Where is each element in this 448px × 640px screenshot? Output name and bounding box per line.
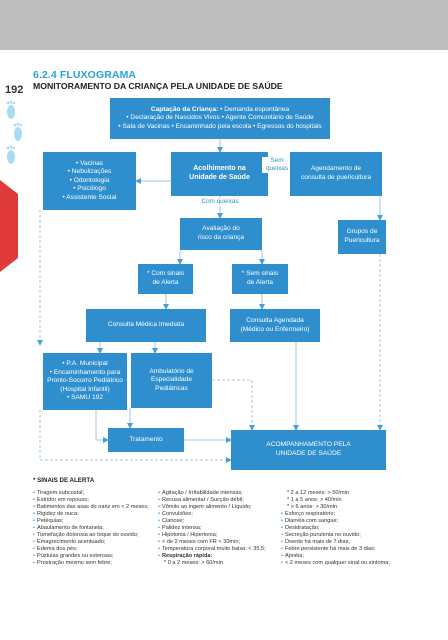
avaliacao-line-2: risco da criança xyxy=(197,234,245,241)
ambulatorio-line-3: Pediátricas xyxy=(155,384,188,392)
sem-sinais-line-1: * Sem sinais xyxy=(241,270,279,278)
com-sinais-line-1: * Com sinais xyxy=(146,270,184,278)
consulta-imediata-box: Consulta Médica Imediata xyxy=(86,309,206,342)
signs-column-1: •Tiragem subcostal; •Estridor em repouso… xyxy=(33,490,149,568)
header-bar xyxy=(0,0,448,50)
consulta-agendada-box: Consulta Agendada (Médico ou Enfermeiro) xyxy=(230,309,320,342)
list-item: •Tumefação dolorosa ao toque do ouvido; xyxy=(33,532,139,539)
list-item: •Batimentos das asas do nariz em < 2 mes… xyxy=(33,504,149,511)
page-number: 192 xyxy=(5,84,24,96)
agendamento-box: Agendamento de consulta de puericultura xyxy=(290,152,382,196)
avaliacao-box: Avaliação do risco da criança xyxy=(180,218,262,250)
section-title: 6.2.4 FLUXOGRAMA xyxy=(33,69,137,81)
pa-line-5: • SAMU 192 xyxy=(66,394,104,402)
com-sinais-line-2: de Alerta xyxy=(152,279,179,286)
ambulatorio-line-2: Especialidade xyxy=(150,376,193,384)
list-item: •Emagrecimento acentuado; xyxy=(33,539,106,546)
service-odontologia: • Odontologia xyxy=(69,176,110,184)
list-item: •Abaulamento de fontanela; xyxy=(33,525,104,532)
list-item: •Temperatura corporal muito baixa: < 35,… xyxy=(158,546,266,553)
captacao-title: Captação da Criança: xyxy=(150,105,219,113)
list-item: •Recusa alimentar / Sucção débil; xyxy=(158,497,244,504)
list-item: * 1 a 5 anos: > 40/min xyxy=(287,497,342,504)
grupos-box: Grupos de Puericultura xyxy=(338,220,386,254)
list-item: •< 2 meses com qualquer sinal ou sintoma… xyxy=(281,560,390,567)
sem-queixas-label: Sem queixas xyxy=(262,157,292,173)
list-item: •Edema dos pés; xyxy=(33,546,78,553)
list-item: •Desidratação; xyxy=(281,525,320,532)
grupos-line-1: Grupos de xyxy=(346,228,378,236)
pa-line-1: • P.A. Municipal xyxy=(62,360,108,368)
list-item: •Convulsões; xyxy=(158,511,193,518)
signs-title: * SINAIS DE ALERTA xyxy=(33,477,95,484)
list-item: •Tiragem subcostal; xyxy=(33,490,85,496)
list-item: •Apnéia; xyxy=(281,553,304,560)
captacao-box: Captação da Criança: • Demanda espontâne… xyxy=(110,98,330,139)
agendamento-line-2: consulta de puericultura xyxy=(300,174,371,181)
com-sinais-box: * Com sinais de Alerta xyxy=(138,264,193,294)
tratamento-label: Tratamento xyxy=(129,435,163,443)
com-queixas-label: Com queixas xyxy=(196,198,244,206)
list-item: •Prostração mesmo sem febre; xyxy=(33,560,112,567)
list-item: •Doente há mais de 7 dias; xyxy=(281,539,350,546)
list-item: •Diarréia com sangue; xyxy=(281,518,339,525)
captacao-line-2: • Declaração de Nascidos Vivos • Agente … xyxy=(126,114,314,122)
pa-municipal-box: • P.A. Municipal • Encaminhamento para P… xyxy=(43,353,127,410)
grupos-line-2: Puericultura xyxy=(344,237,380,244)
list-item: •Rigidez de nuca; xyxy=(33,511,79,518)
avaliacao-line-1: Avaliação do xyxy=(202,225,240,233)
tratamento-box: Tratamento xyxy=(108,428,184,452)
signs-column-3: * 2 a 12 meses: > 50/min * 1 a 5 anos: >… xyxy=(281,490,390,568)
list-item: •Secreção purulenta no ouvido; xyxy=(281,532,361,539)
list-item: •Hipotonia / Hipertonia; xyxy=(158,532,218,539)
captacao-line-3: • Sala de Vacinas • Encaminhado pela esc… xyxy=(118,122,322,130)
consulta-imediata-label: Consulta Médica Imediata xyxy=(107,321,185,329)
service-nebulizacoes: • Nebulizações xyxy=(67,168,112,176)
side-red-band xyxy=(0,180,18,272)
ambulatorio-line-1: Ambulatório de xyxy=(149,367,194,375)
list-item: •Petéquias; xyxy=(33,518,64,525)
list-item: •Palidez intensa; xyxy=(158,525,202,532)
pa-line-3: Pronto-Socorro Pediátrico xyxy=(47,377,123,385)
list-item: * > 6 anos: > 30/min xyxy=(287,504,338,511)
signs-column-2: •Agitação / Irritabilidade intensas; •Re… xyxy=(158,490,266,568)
list-item: •Estridor em repouso; xyxy=(33,497,89,504)
list-item: •Pústulas grandes ou extensas; xyxy=(33,553,114,560)
service-assistente-social: • Assistente Social xyxy=(62,193,117,201)
acolhimento-line-2: Unidade de Saúde xyxy=(189,174,250,181)
list-item: •Respiração rápida: xyxy=(158,553,213,560)
list-item: •Febre persistente há mais de 3 dias; xyxy=(281,546,376,553)
captacao-line-1: • Demanda espontânea xyxy=(220,105,290,113)
acolhimento-box: Acolhimento na Unidade de Saúde xyxy=(171,152,268,196)
acompanhamento-line-2: UNIDADE DE SAÚDE xyxy=(275,450,342,457)
services-box: • Vacinas • Nebulizações • Odontologia •… xyxy=(43,152,136,210)
list-item: * 0 a 2 meses: > 60/min xyxy=(164,560,223,567)
section-subtitle: MONITORAMENTO DA CRIANÇA PELA UNIDADE DE… xyxy=(33,81,283,91)
ambulatorio-box: Ambulatório de Especialidade Pediátricas xyxy=(131,353,212,408)
list-item: •< de 2 meses com FR < 30min; xyxy=(158,539,241,546)
consulta-agendada-line-2: (Médico ou Enfermeiro) xyxy=(240,325,310,333)
list-item: •Esforço respiratório; xyxy=(281,511,336,518)
consulta-agendada-line-1: Consulta Agendada xyxy=(246,316,304,324)
acolhimento-line-1: Acolhimento na xyxy=(193,165,246,173)
acompanhamento-line-1: ACOMPANHAMENTO PELA xyxy=(266,441,351,449)
footprints-icon xyxy=(6,100,23,164)
list-item: •Agitação / Irritabilidade intensas; xyxy=(158,490,243,496)
service-psicologo: • Psicólogo xyxy=(73,185,106,193)
list-item: •Vômito ao ingerir alimento / Líquido; xyxy=(158,504,252,511)
pa-line-2: • Encaminhamento para xyxy=(49,368,121,376)
sem-sinais-line-2: de Alerta xyxy=(246,279,274,286)
list-item: * 2 a 12 meses: > 50/min xyxy=(287,490,350,496)
list-item: •Cianose; xyxy=(158,518,185,525)
agendamento-line-1: Agendamento de xyxy=(310,165,362,173)
pa-line-4: (Hospital Infantil) xyxy=(60,385,110,393)
acompanhamento-box: ACOMPANHAMENTO PELA UNIDADE DE SAÚDE xyxy=(231,430,386,470)
service-vacinas: • Vacinas xyxy=(75,159,104,167)
sem-sinais-box: * Sem sinais de Alerta xyxy=(232,264,288,294)
